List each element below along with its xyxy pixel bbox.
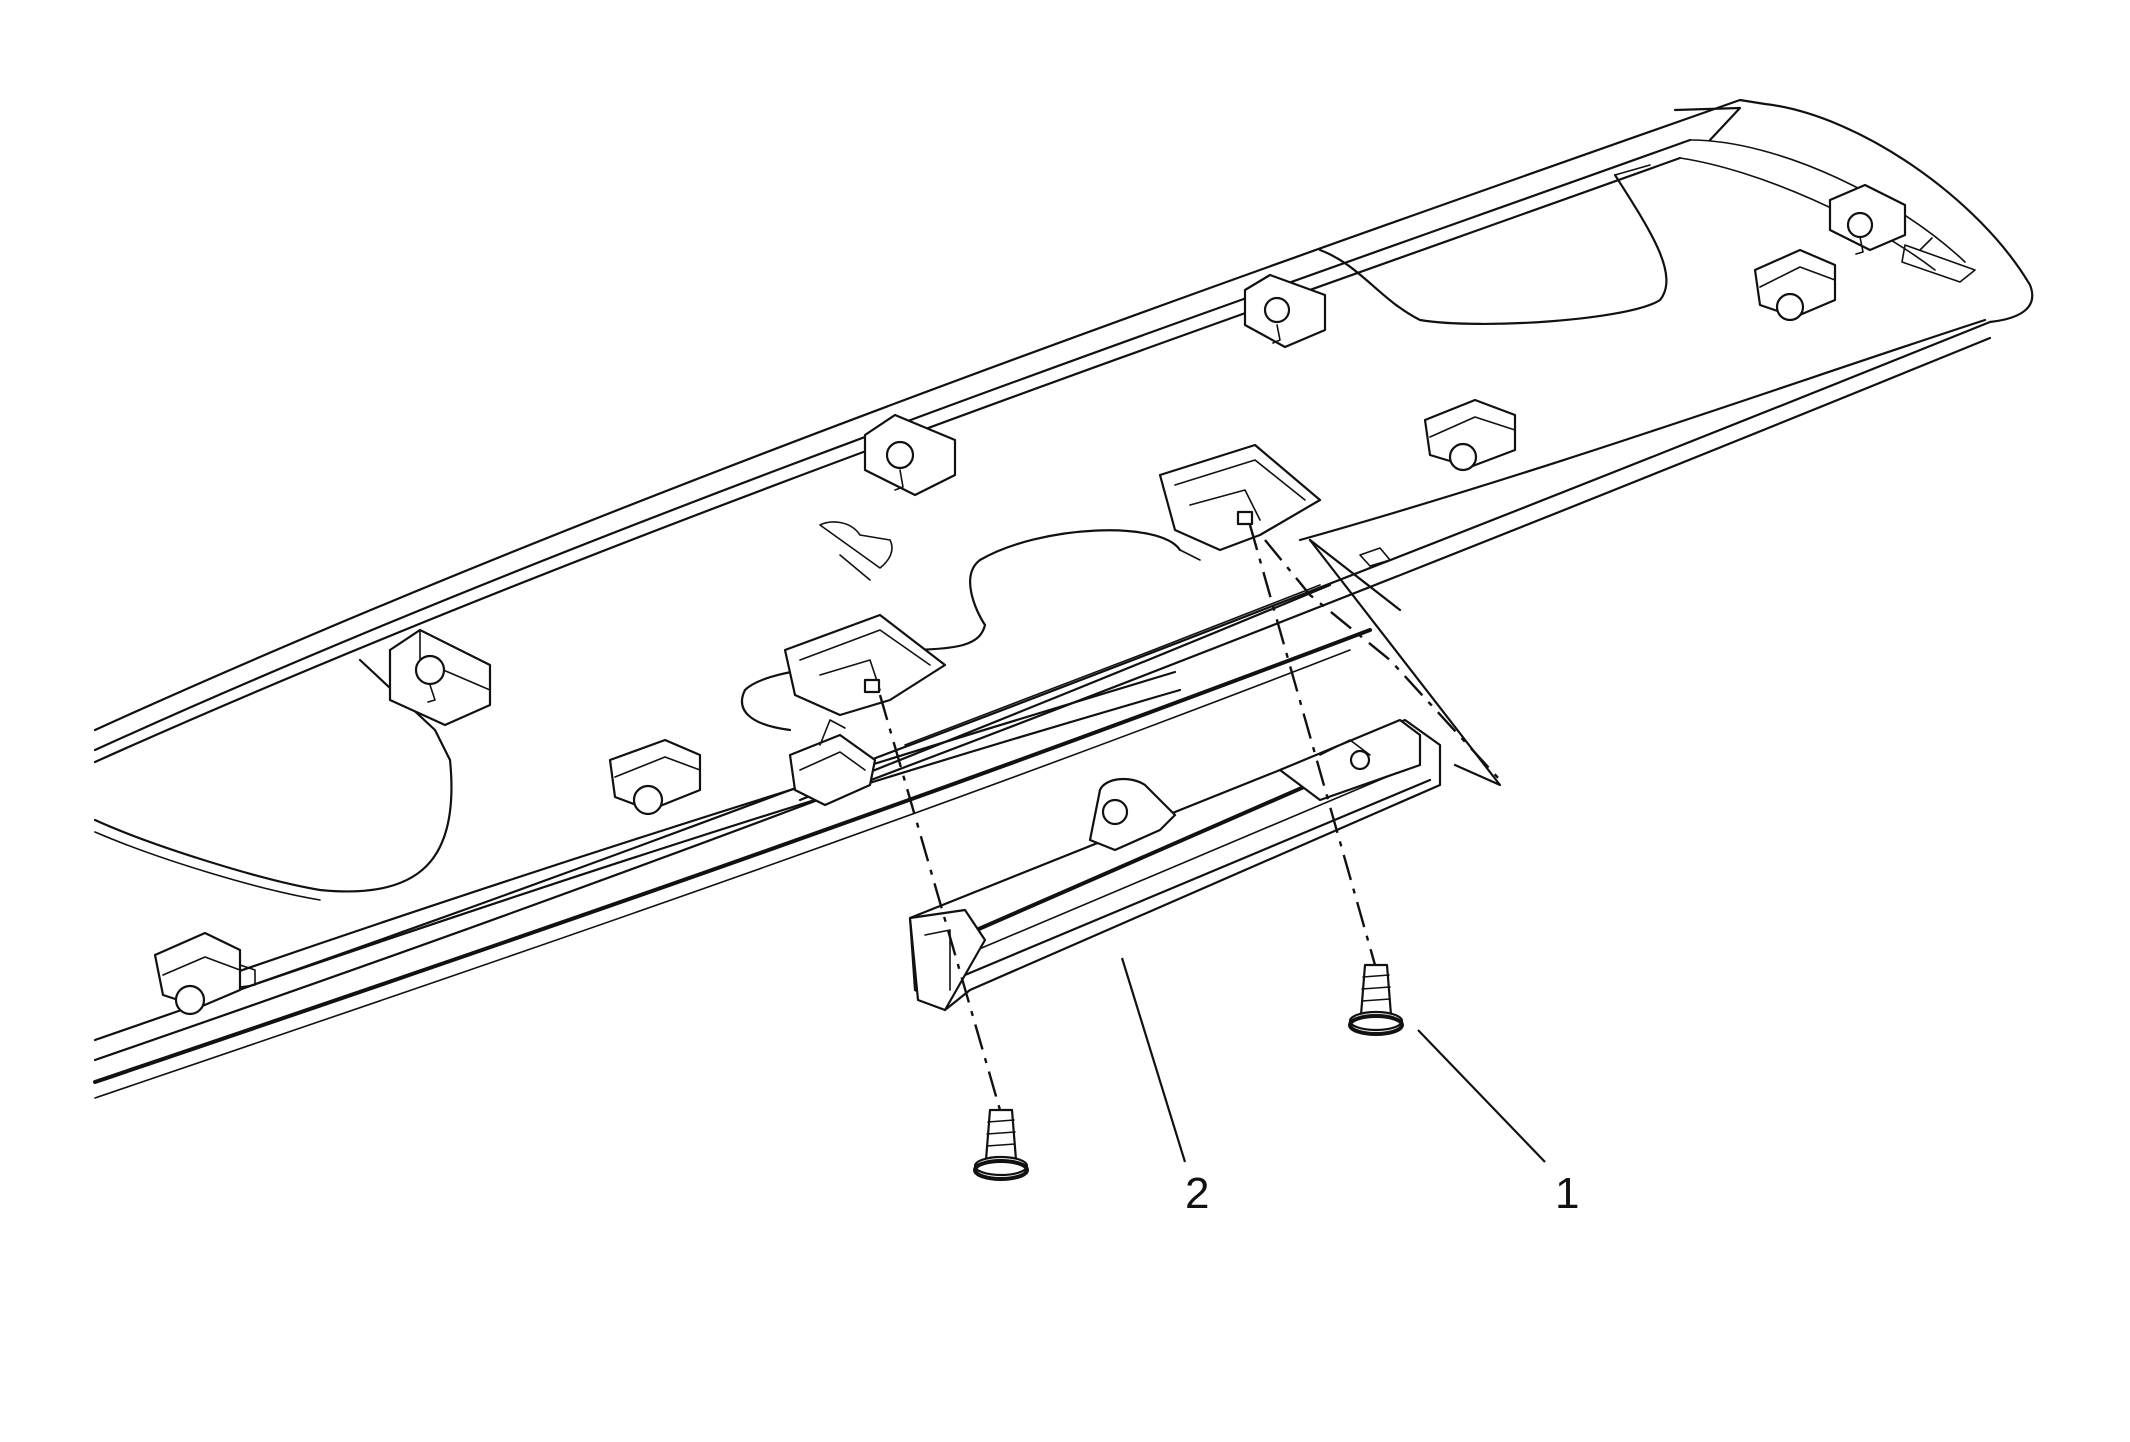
- alignment-line-left: [878, 694, 1002, 1111]
- retainer-clip-7: [1753, 248, 1837, 322]
- callout-label-2: 2: [1185, 1169, 1209, 1218]
- callout-2: 2: [1120, 957, 1209, 1218]
- retainer-clip-1: [153, 931, 256, 1016]
- mounting-boss-right: [1158, 443, 1322, 552]
- retainer-clip-group: [153, 183, 1907, 1016]
- retainer-clip-2: [608, 738, 702, 816]
- retainer-clip-5: [1243, 273, 1327, 349]
- retainer-clip-3: [388, 628, 492, 727]
- callout-1: 1: [1417, 1029, 1579, 1218]
- screw-left: [973, 1108, 1029, 1181]
- leader-line-2: [1120, 957, 1187, 1163]
- screw-right: [1348, 963, 1404, 1036]
- leader-line-1: [1417, 1029, 1546, 1163]
- electrical-connector: [788, 719, 877, 807]
- roof-panel: [93, 98, 2034, 1099]
- view-direction-line: [1264, 539, 1501, 781]
- alignment-line-right: [1248, 524, 1377, 966]
- retainer-clip-4: [863, 413, 957, 497]
- high-mount-lamp-assembly: [908, 718, 1442, 1012]
- view-arrow: [1308, 538, 1502, 787]
- mounting-boss-left: [783, 613, 947, 717]
- retainer-clip-8: [1828, 183, 1907, 255]
- alignment-lines: [878, 524, 1501, 1111]
- callout-label-1: 1: [1555, 1169, 1579, 1218]
- retainer-clip-6: [1423, 398, 1517, 472]
